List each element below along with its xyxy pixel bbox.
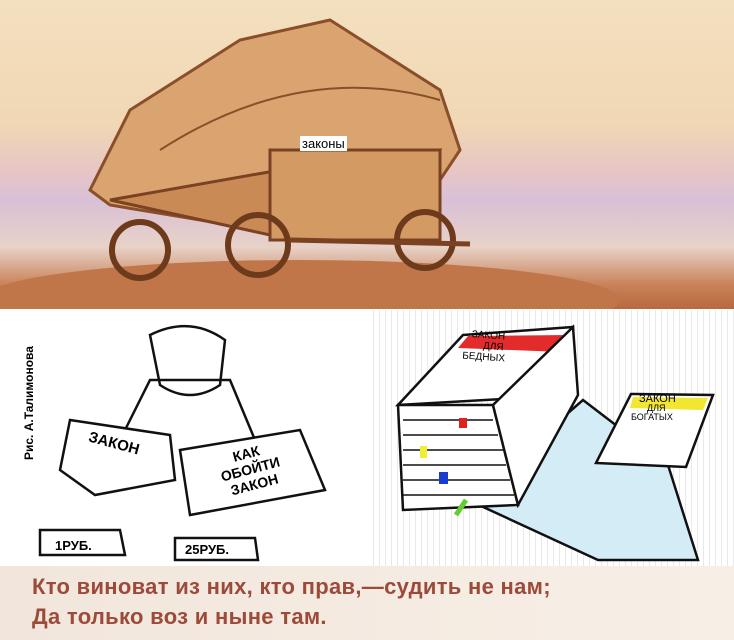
artist-credit: Рис. А.Талимонова xyxy=(22,346,36,460)
caption-line-2: Да только воз и ныне там. xyxy=(32,604,327,629)
poor-law-label: ЗАКОН ДЛЯ БЕДНЫХ xyxy=(462,329,507,364)
label-line: ДЛЯ xyxy=(647,403,666,413)
man-with-books-drawing xyxy=(38,324,327,562)
rich-law-label: ЗАКОН ДЛЯ БОГАТЫХ xyxy=(631,393,676,422)
law-books-drawing xyxy=(394,324,715,562)
laws-label: законы xyxy=(300,136,347,151)
caption-line-1: Кто виноват из них, кто прав,—судить не … xyxy=(32,574,551,599)
cart-painting: законы xyxy=(0,0,734,309)
cart-illustration xyxy=(0,18,620,309)
price-tag-1: 1РУБ. xyxy=(55,538,92,553)
books-drawing-panel: ЗАКОН ДЛЯ БЕДНЫХ ЗАКОН ДЛЯ БОГАТЫХ xyxy=(368,310,734,566)
cartoon-panel: Рис. А.Талимонова ЗАКОН КАК ОБОЙТИ ЗАКОН… xyxy=(0,310,366,566)
label-line: БОГАТЫХ xyxy=(631,412,673,422)
label-line: ЗАКОН xyxy=(639,393,676,405)
price-tag-25: 25РУБ. xyxy=(185,542,230,557)
caption: Кто виноват из них, кто прав,—судить не … xyxy=(0,566,734,640)
